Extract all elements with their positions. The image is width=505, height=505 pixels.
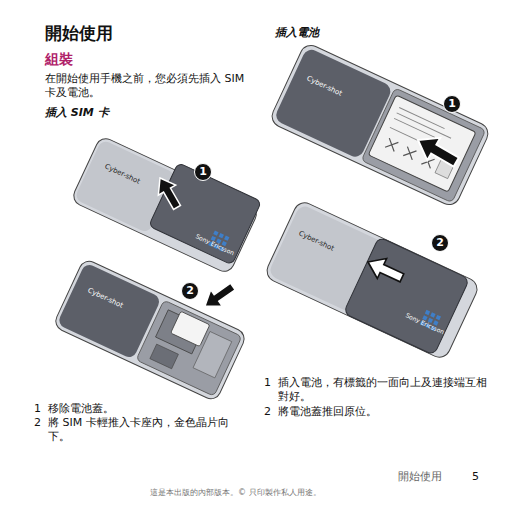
callout-circle-shape <box>444 96 461 113</box>
page-number: 5 <box>472 470 479 484</box>
step-text: 移除電池蓋。 <box>48 402 248 416</box>
watermark: 這是本出版的內部版本。© 只印製作私人用途。 <box>150 488 321 498</box>
step-number: 2 <box>264 405 271 419</box>
footer-text: 開始使用 <box>398 470 442 484</box>
step-text: 將電池蓋推回原位。 <box>278 405 493 419</box>
action-arrow <box>363 252 406 288</box>
step-number: 1 <box>34 402 41 416</box>
callout-number: 1 <box>443 95 461 113</box>
callout-number-text: 1 <box>194 163 212 181</box>
step-text: 插入電池，有標籤的一面向上及連接端互相對好。 <box>278 376 493 405</box>
step-number: 2 <box>34 416 41 430</box>
action-arrow <box>199 278 238 314</box>
callout-number: 1 <box>194 163 212 181</box>
phone-drawing <box>269 42 492 208</box>
subheading: 插入電池 <box>275 26 319 40</box>
callout-number-text: 2 <box>431 234 449 252</box>
page-title: 開始使用 <box>45 22 113 44</box>
action-arrow <box>412 129 463 174</box>
step-number: 1 <box>264 376 271 390</box>
phone-drawing <box>70 128 262 274</box>
step-text: 將 SIM 卡輕推入卡座內，金色晶片向下。 <box>48 416 248 445</box>
callout-circle-shape <box>432 235 449 252</box>
callout-circle-shape <box>195 164 212 181</box>
callout-number: 2 <box>431 234 449 252</box>
callout-number-text: 1 <box>443 95 461 113</box>
callout-number-text: 2 <box>181 282 199 300</box>
callout-circle-shape <box>182 283 199 300</box>
phone-drawing <box>53 258 248 402</box>
callout-number: 2 <box>181 282 199 300</box>
subheading: 插入 SIM 卡 <box>45 106 109 120</box>
phone-drawing <box>263 199 480 361</box>
intro-text: 在開始使用手機之前，您必須先插入 SIM 卡及電池。 <box>45 72 257 101</box>
action-arrow <box>151 173 185 212</box>
section-heading: 組裝 <box>45 50 73 68</box>
